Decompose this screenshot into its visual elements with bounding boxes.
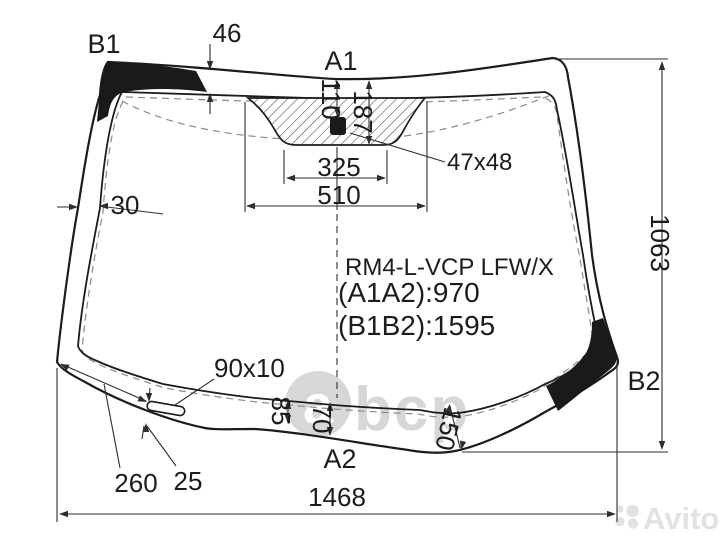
dim-top-band: 46 [213, 18, 242, 48]
sensor-square [330, 117, 346, 135]
dim-slot-to-edge: 25 [174, 466, 203, 496]
part-code-text: RM4-L-VCP LFW/X [345, 254, 554, 281]
dim-mirror-zone-height: 187 [348, 90, 378, 133]
dim-mirror-zone-bottom-width: 325 [317, 152, 360, 182]
avito-watermark: Avito [615, 501, 719, 536]
label-b2: B2 [627, 366, 660, 396]
spec-b1b2-text: (B1B2):1595 [338, 310, 495, 341]
dim-bottom-band-center: 70 [307, 405, 337, 434]
dimension-arrowheads [59, 61, 666, 518]
perimeter-dashed-line [81, 96, 594, 418]
avito-watermark-text: Avito [643, 501, 719, 536]
label-b1: B1 [87, 29, 120, 59]
spec-a1a2-text: (A1A2):970 [338, 277, 480, 308]
label-a2: A2 [323, 444, 356, 474]
dim-width-total: 1468 [308, 482, 366, 512]
glass-outline [55, 56, 620, 454]
dimension-lines [56, 44, 668, 522]
trim-dashed-lines [81, 94, 594, 418]
dim-mirror-zone-top-width: 510 [317, 180, 360, 210]
shade-band-dashed-line [121, 94, 552, 142]
corner-mark-b1 [97, 62, 207, 122]
dim-left-band: 30 [111, 190, 140, 220]
corner-mark-b2 [546, 318, 617, 411]
dim-bottom-band-left: 85 [266, 397, 296, 426]
dim-sensor-offset: 110 [316, 78, 346, 119]
dim-slot-size: 90x10 [214, 353, 285, 383]
dim-slot-to-corner: 260 [114, 468, 157, 498]
dim-sensor-size: 47x48 [447, 149, 512, 176]
label-a1: A1 [324, 46, 357, 76]
inner-edge [77, 91, 600, 415]
wiper-slot [146, 400, 186, 417]
avito-logo-icon [615, 504, 639, 529]
outer-edge [55, 56, 620, 454]
dim-height-total: 1063 [645, 214, 675, 272]
